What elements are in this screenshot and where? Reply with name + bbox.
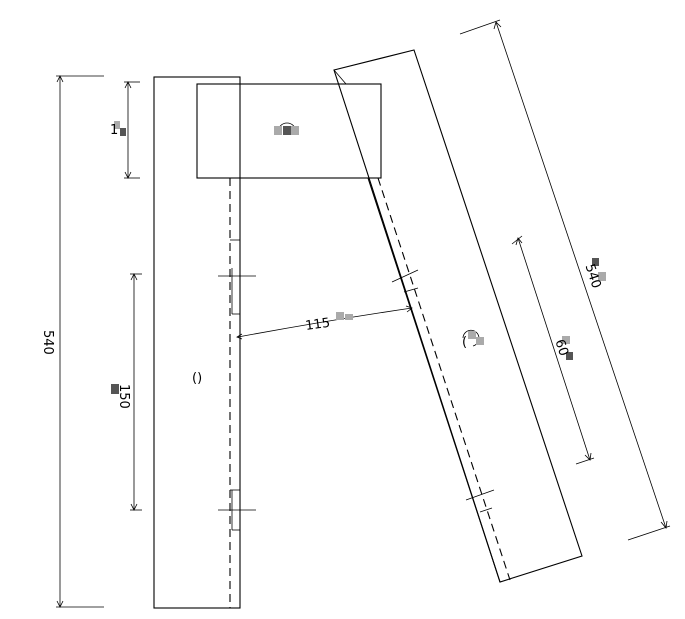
right-span-ext-bottom [575,457,595,465]
top-part-blot-b [120,128,126,136]
head-block-blot-c [291,126,299,135]
right-length-blot-b [598,272,606,281]
right-member: ( [333,49,583,583]
right-span-blot-b [566,352,573,360]
right-length-label: 540 [582,262,604,290]
head-block-blot-b [283,126,291,135]
right-length-blot-a [592,258,599,266]
top-part-arrow-bottom [124,171,132,179]
head-block-outline [196,83,382,179]
overall-arrow-bottom [56,600,64,608]
left-span-arrow-top [130,273,138,281]
right-length-ext-bottom [627,525,671,541]
left-span-label: 150 [116,384,131,409]
angle-arc [237,307,413,338]
right-member-blot-a [468,331,476,339]
right-cut-mark-upper [391,269,419,283]
angle-dimension: 115 [236,305,413,340]
right-span-dim-line [517,237,591,461]
left-member-outline [153,76,241,609]
dimension-right-span: 60 [511,235,595,465]
right-member-inner-edge [367,177,501,583]
overall-height-label: 540 [40,330,55,355]
top-part-blot-a [114,121,120,129]
head-block [196,83,382,179]
angle-label: 115 [304,316,331,334]
right-span-arrow-bottom [584,452,592,461]
right-member-hidden-line [377,177,511,581]
left-span-blot [111,384,119,394]
angle-arrow-left [236,333,243,340]
right-span-blot-a [562,336,570,344]
head-block-blot-a [274,126,282,135]
right-member-top-joint [333,69,347,85]
right-member-outline [333,49,583,583]
left-member: () [153,76,256,609]
right-cut-mark-upper-tick [403,287,419,293]
right-member-blot-b [476,337,484,345]
right-member-label: ( [462,335,467,350]
angle-blot-b [345,314,353,320]
right-span-label: 60 [551,338,570,358]
top-part-label: 1 [110,123,118,138]
overall-arrow-top [56,75,64,83]
right-length-dim-line [495,21,667,529]
right-span-arrow-top [515,237,523,246]
right-length-ext-top [459,19,501,35]
right-cut-mark-lower [465,489,495,501]
dimension-right-length: 540 [459,19,671,541]
dimension-top-part: 1 [110,81,140,179]
right-length-arrow-top [493,21,502,30]
right-cut-mark-lower-tick [479,507,493,513]
left-span-arrow-bottom [130,503,138,511]
right-length-arrow-bottom [660,520,668,529]
dimension-overall-height: 540 [40,75,104,608]
left-member-label: () [192,371,202,386]
dimension-left-span: 150 [111,273,142,511]
angle-arrow-right [405,305,413,313]
right-span-ext-top [511,235,523,245]
angle-blot-a [336,312,344,320]
top-part-arrow-top [124,81,132,89]
